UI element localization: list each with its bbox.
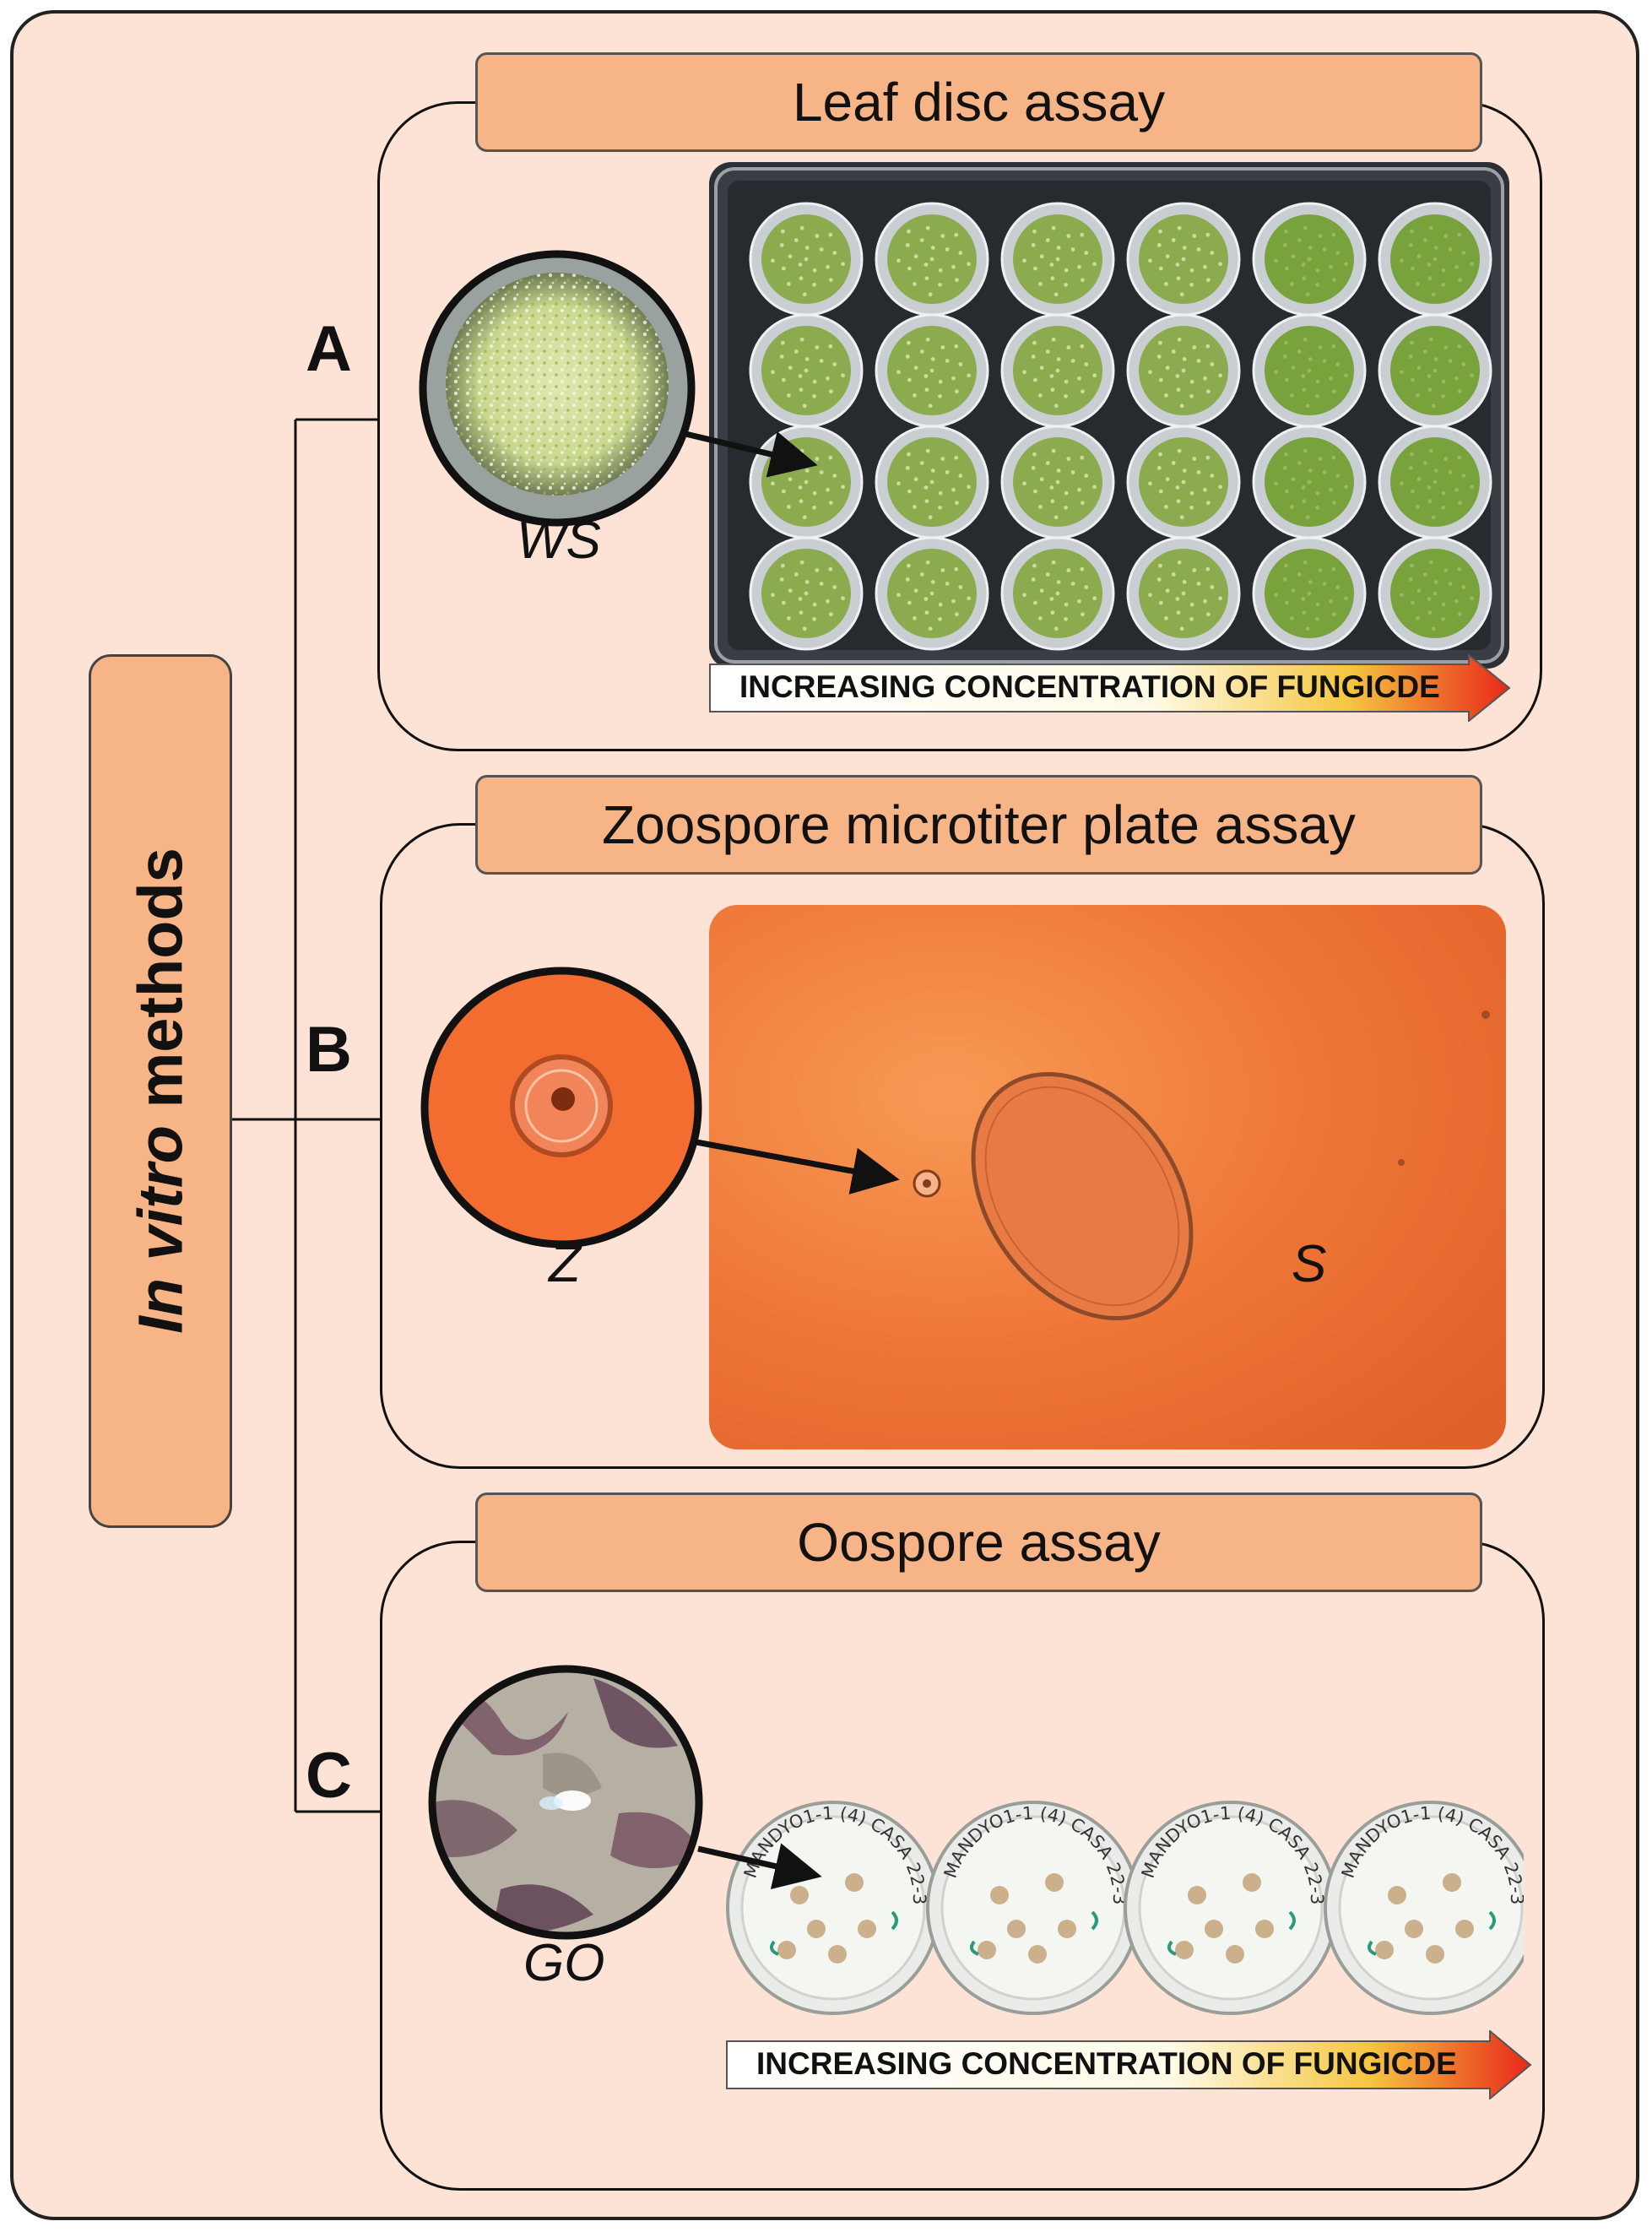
multiwell-plate-photo [709, 162, 1509, 669]
panel-a-title-text: Leaf disc assay [792, 72, 1166, 133]
plate-well [1252, 425, 1367, 539]
zoospore-closeup [420, 967, 702, 1249]
plate-well [875, 313, 989, 428]
plate-well [875, 202, 989, 317]
plate-well [1000, 202, 1115, 317]
concentration-arrow-a: INCREASING CONCENTRATION OF FUNGICDE [709, 654, 1511, 722]
arrow-go [697, 1843, 822, 1890]
plate-well [1126, 536, 1241, 651]
plate-well [1126, 202, 1241, 317]
plate-well [1378, 536, 1492, 651]
plate-well [1378, 425, 1492, 539]
panel-c-letter: C [306, 1740, 352, 1812]
plate-well [1000, 313, 1115, 428]
go-caption: GO [523, 1934, 605, 1992]
plate-well [1252, 536, 1367, 651]
multiwell-plate [714, 167, 1504, 664]
plate-well [1126, 425, 1241, 539]
ws-caption: WS [517, 512, 601, 570]
plate-well [1000, 536, 1115, 651]
s-caption: S [1292, 1235, 1327, 1293]
leaf-disc-closeup [419, 250, 696, 527]
concentration-label-c: INCREASING CONCENTRATION OF FUNGICDE [756, 2046, 1457, 2081]
plate-well [1126, 313, 1241, 428]
z-caption: Z [549, 1235, 581, 1293]
panel-b-title: Zoospore microtiter plate assay [475, 775, 1482, 875]
plate-well [1252, 202, 1367, 317]
concentration-arrow-c: INCREASING CONCENTRATION OF FUNGICDE [726, 2030, 1532, 2099]
germinating-oospore-closeup [428, 1665, 703, 1940]
panel-b-letter: B [306, 1014, 352, 1086]
gradient-arrow-a [709, 654, 1511, 722]
zoospore-microscopy-photo [709, 905, 1506, 1449]
method-category-box [89, 654, 232, 1528]
microscopy-field [709, 905, 1506, 1449]
sporangium [971, 1072, 1194, 1320]
panel-b-title-text: Zoospore microtiter plate assay [602, 794, 1356, 855]
panel-a-letter: A [306, 313, 352, 385]
arrow-z [696, 1139, 900, 1195]
panel-c-title: Oospore assay [475, 1493, 1482, 1592]
panel-a-title: Leaf disc assay [475, 52, 1482, 152]
plate-well [1000, 425, 1115, 539]
plate-well [1378, 313, 1492, 428]
concentration-label-a: INCREASING CONCENTRATION OF FUNGICDE [739, 669, 1440, 704]
plate-well [749, 202, 864, 317]
gradient-arrow-c [726, 2030, 1532, 2099]
plate-well [875, 536, 989, 651]
plate-well [749, 313, 864, 428]
plate-well [875, 425, 989, 539]
plate-well [749, 536, 864, 651]
petri-dish: MANDYO1-1 (4) CASA 22-3 [1124, 1801, 1338, 2015]
arrow-ws [681, 430, 818, 478]
panel-c-title-text: Oospore assay [797, 1512, 1161, 1573]
